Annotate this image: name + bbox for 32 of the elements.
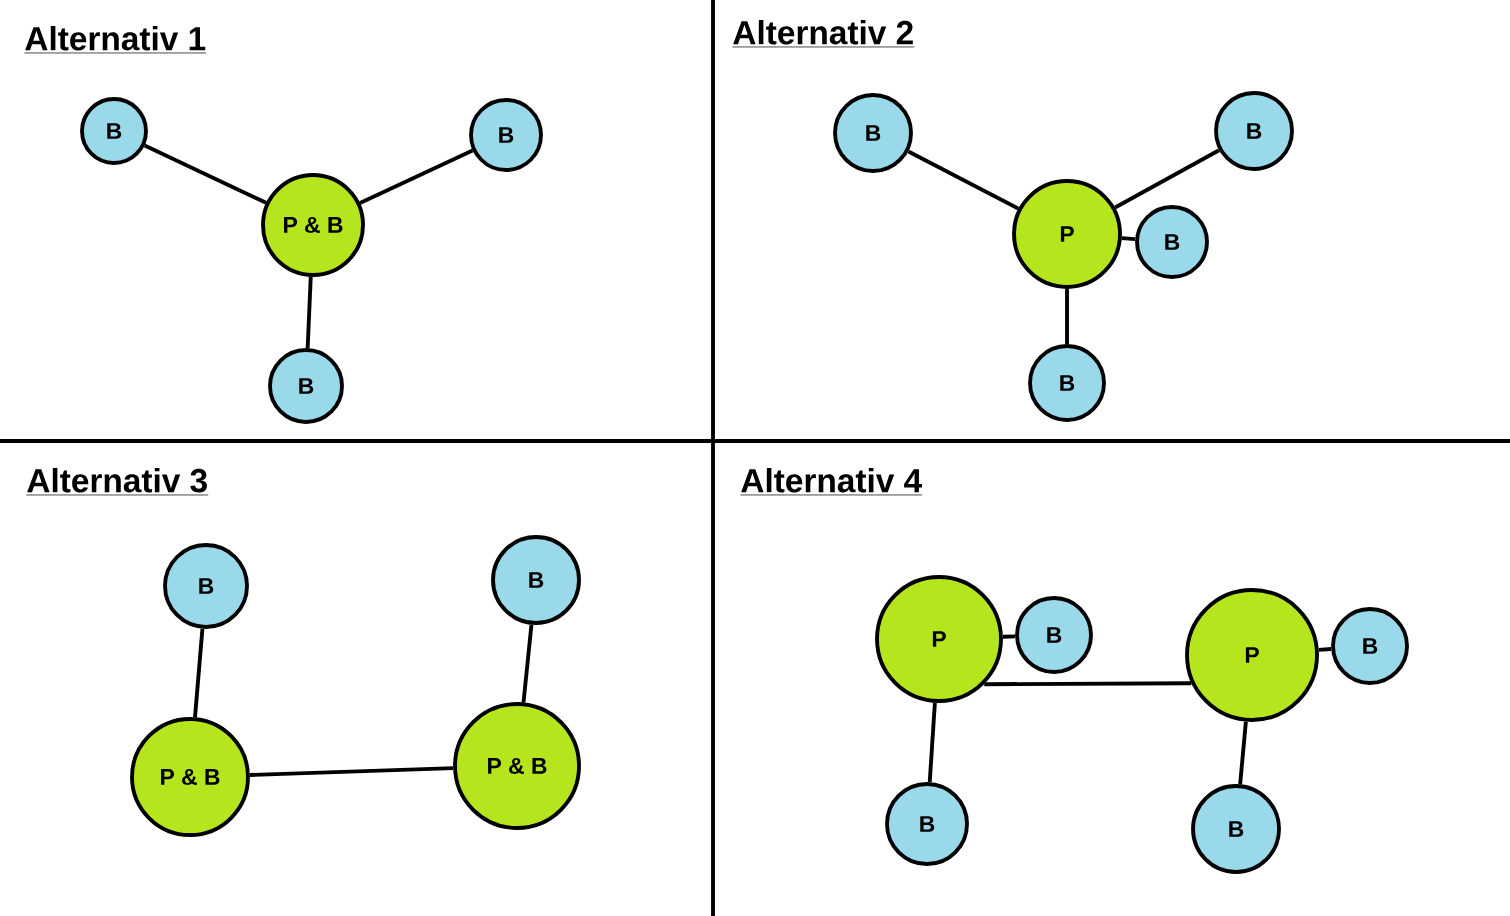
connector-line bbox=[927, 702, 937, 783]
connector-line bbox=[1114, 148, 1220, 210]
connector-line bbox=[143, 143, 267, 205]
connector-line bbox=[984, 681, 1192, 687]
connector-line bbox=[1318, 647, 1332, 652]
circle-node: B bbox=[1214, 91, 1294, 171]
panel-title: Alternativ 2 bbox=[732, 19, 915, 48]
panel-title: Alternativ 3 bbox=[26, 467, 209, 496]
circle-node: B bbox=[885, 782, 969, 866]
connector-line bbox=[305, 276, 313, 349]
panel-title: Alternativ 1 bbox=[24, 25, 207, 54]
circle-node: B bbox=[469, 98, 543, 172]
connector-line bbox=[521, 624, 534, 703]
connector-line bbox=[1065, 288, 1069, 345]
circle-node: B bbox=[163, 543, 249, 629]
circle-node: B bbox=[80, 97, 148, 165]
connector-line bbox=[193, 628, 205, 718]
connector-line bbox=[1238, 721, 1248, 785]
connector-line bbox=[359, 148, 474, 205]
circle-node: B bbox=[1015, 596, 1093, 674]
circle-node: B bbox=[268, 348, 344, 424]
connector-line bbox=[249, 766, 454, 777]
circle-node: B bbox=[491, 535, 581, 625]
circle-node: B bbox=[1191, 784, 1281, 874]
panel-title: Alternativ 4 bbox=[740, 468, 923, 496]
circle-node: B bbox=[1135, 205, 1209, 279]
circle-node: B bbox=[1331, 607, 1409, 685]
connector-line bbox=[1002, 634, 1016, 639]
connector-line bbox=[907, 149, 1020, 211]
circle-node: B bbox=[1028, 344, 1106, 422]
circle-node: B bbox=[833, 93, 913, 173]
connector-line bbox=[1121, 236, 1136, 242]
